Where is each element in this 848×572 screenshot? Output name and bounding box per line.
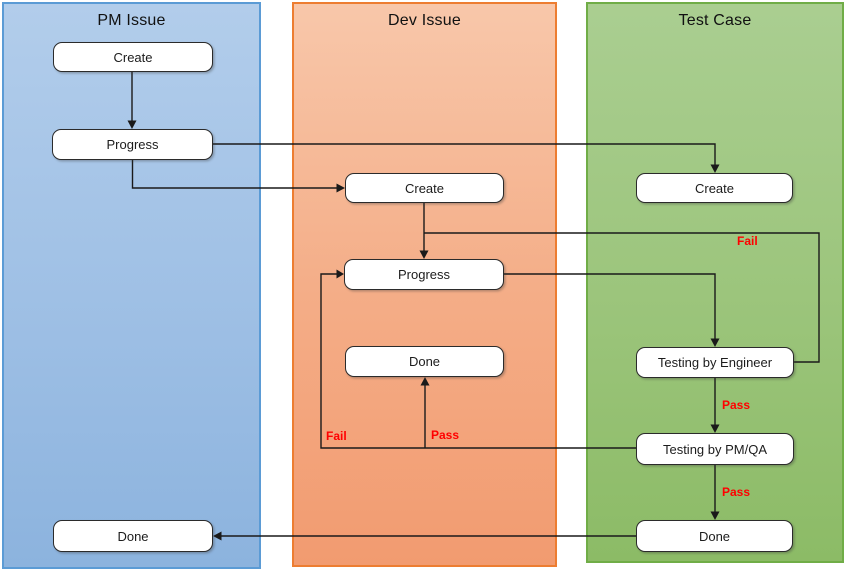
edge-label-pass-dev-done: Pass [431,428,460,442]
lane-title-dev: Dev Issue [388,12,461,29]
node-dev-create[interactable]: Create [345,173,504,203]
node-label: Progress [397,267,451,282]
edge-label-pass-engineer: Pass [722,398,751,412]
node-label: Progress [106,137,159,152]
node-pm-create[interactable]: Create [53,42,213,72]
node-label: Testing by PM/QA [662,441,768,457]
node-label: Create [113,49,153,65]
node-pm-progress[interactable]: Progress [52,129,213,160]
node-label: Create [694,180,735,196]
lane-test-case: Test Case [586,2,844,563]
node-label: Done [408,354,441,369]
node-pm-done[interactable]: Done [53,520,213,552]
node-label: Testing by Engineer [657,355,773,370]
node-dev-done[interactable]: Done [345,346,504,377]
node-label: Create [404,180,445,196]
lane-title-pm: PM Issue [97,12,166,29]
node-label: Done [698,528,731,544]
node-testing-by-pm-qa[interactable]: Testing by PM/QA [636,433,794,465]
node-label: Done [117,528,149,544]
edge-label-fail-engineer-loop: Fail [737,234,758,248]
edge-label-fail-pmqa-loop: Fail [326,429,347,443]
node-test-done[interactable]: Done [636,520,793,552]
lane-title-test: Test Case [678,12,752,29]
node-testing-by-engineer[interactable]: Testing by Engineer [636,347,794,378]
lane-pm-issue: PM Issue [2,2,261,569]
edge-label-pass-pmqa: Pass [722,485,751,499]
node-dev-progress[interactable]: Progress [344,259,504,290]
node-test-create[interactable]: Create [636,173,793,203]
